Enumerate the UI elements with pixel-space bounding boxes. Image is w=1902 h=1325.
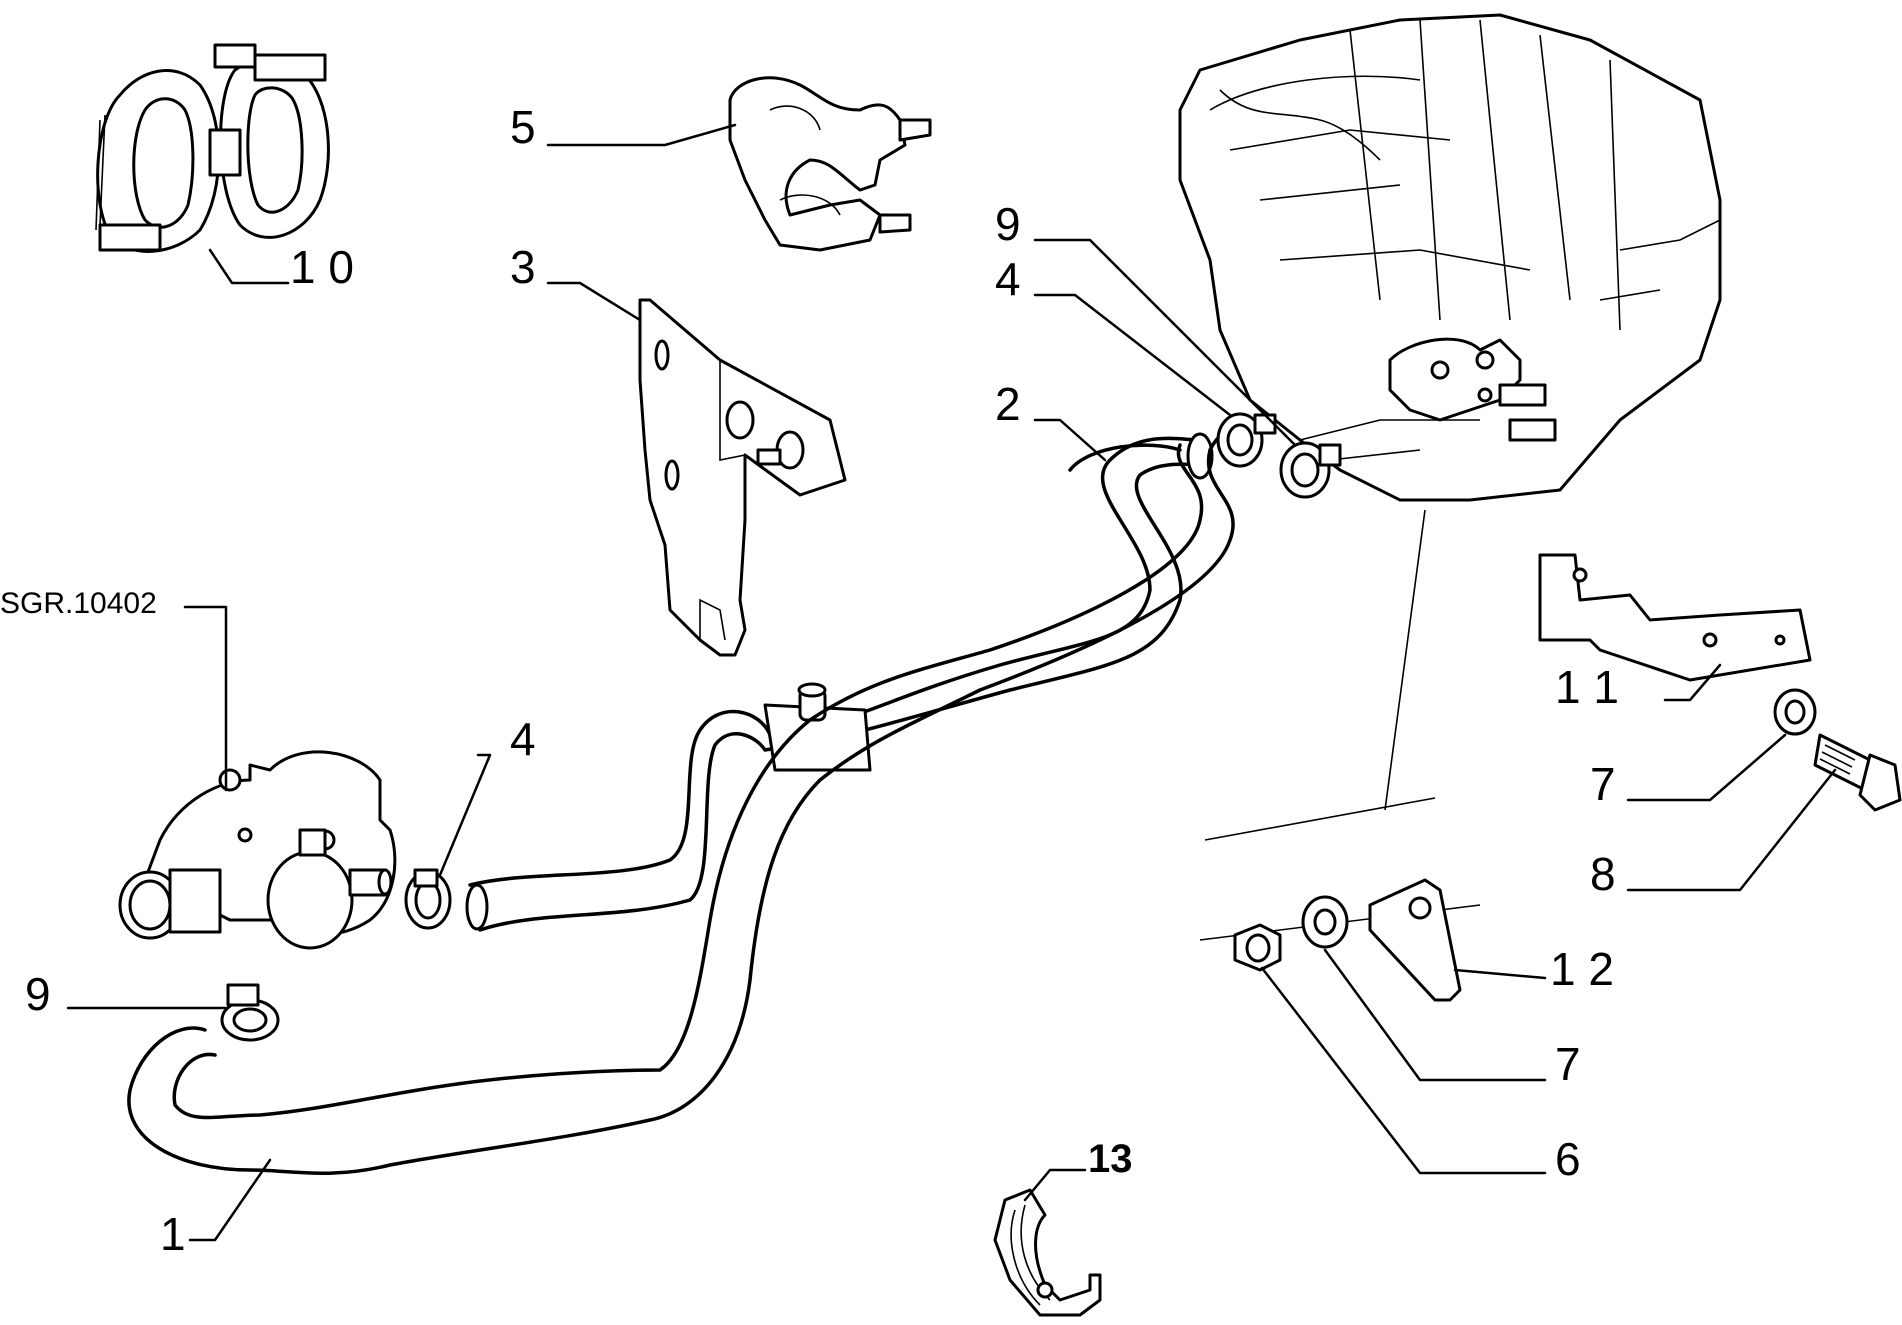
part-2-hose xyxy=(465,432,1214,932)
leader-4a xyxy=(438,753,492,877)
callout-11: 1 1 xyxy=(1555,661,1619,713)
part-7-washer-top xyxy=(1773,688,1817,736)
leader-7a xyxy=(1626,733,1787,802)
callout-9a: 9 xyxy=(25,968,51,1020)
callout-4a: 4 xyxy=(510,713,536,765)
callout-5: 5 xyxy=(510,101,536,153)
callout-2: 2 xyxy=(995,378,1021,430)
part-4-clamp-right xyxy=(1216,412,1277,468)
callout-4b: 4 xyxy=(995,253,1021,305)
part-8-bolt xyxy=(1813,733,1902,812)
part-6-nut xyxy=(1233,923,1282,972)
leader-7b xyxy=(1323,948,1547,1082)
callout-7a: 7 xyxy=(1590,758,1616,810)
leader-9b xyxy=(1033,238,1297,447)
part-9-clamp-left xyxy=(220,983,280,1042)
leader-6 xyxy=(1260,966,1547,1175)
leader-13 xyxy=(1023,1168,1087,1202)
callout-ref: SGR.10402 xyxy=(0,587,157,620)
callout-12: 1 2 xyxy=(1550,943,1614,995)
leader-10 xyxy=(208,248,290,285)
callout-9b: 9 xyxy=(995,198,1021,250)
part-3-mounting-bracket xyxy=(638,298,847,657)
callout-7b: 7 xyxy=(1555,1038,1581,1090)
explode-line-main xyxy=(1384,509,1426,811)
leader-8 xyxy=(1626,768,1837,892)
callout-6: 6 xyxy=(1555,1133,1581,1185)
leader-3 xyxy=(546,281,642,322)
leader-5 xyxy=(546,123,737,147)
thermostat-housing xyxy=(118,750,397,950)
part-10-double-clamp xyxy=(95,43,330,253)
leader-1 xyxy=(188,1158,272,1242)
part-13-hose-clip xyxy=(993,1188,1102,1317)
callout-3: 3 xyxy=(510,241,536,293)
callout-8: 8 xyxy=(1590,848,1616,900)
explode-line-base xyxy=(1204,797,1436,841)
callout-1: 1 xyxy=(160,1208,186,1260)
part-5-bracket-clip xyxy=(728,76,932,252)
part-11-support-bracket xyxy=(1538,553,1812,682)
part-4-clamp-left xyxy=(404,868,452,930)
part-9-clamp-right xyxy=(1279,441,1342,499)
leader-4b xyxy=(1033,293,1232,417)
part-12-plate xyxy=(1368,878,1462,1002)
leader-12 xyxy=(1453,968,1547,980)
leader-ref xyxy=(183,605,228,792)
leader-2 xyxy=(1033,418,1107,462)
leader-11 xyxy=(1663,663,1722,702)
callout-13: 13 xyxy=(1088,1137,1133,1181)
callout-10: 1 0 xyxy=(290,241,354,293)
heater-unit xyxy=(1178,13,1722,502)
part-7-washer-bottom xyxy=(1301,895,1349,949)
